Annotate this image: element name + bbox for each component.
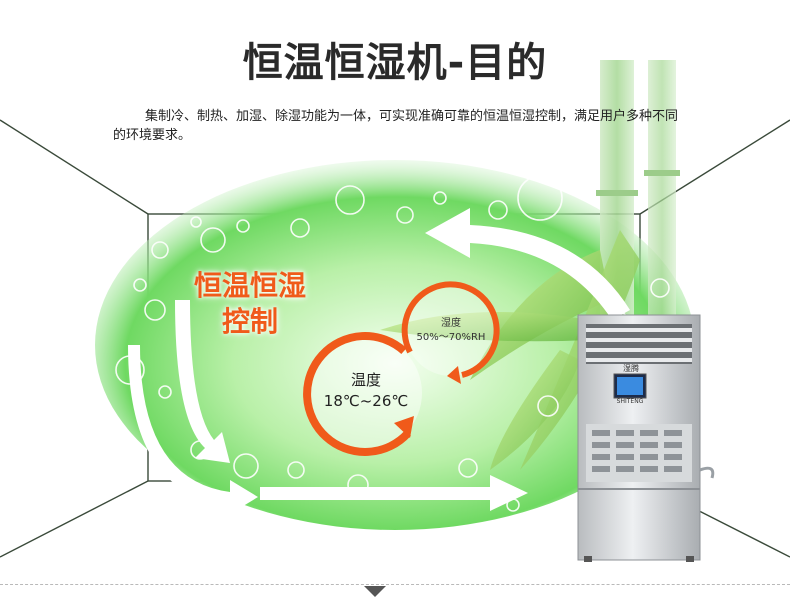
page-title: 恒温恒湿机-目的 xyxy=(242,40,548,86)
temperature-circle xyxy=(303,332,422,456)
feature-label: 恒温恒湿 控制 xyxy=(180,268,320,340)
airflow-arrows xyxy=(128,208,630,514)
chevron-down-icon[interactable] xyxy=(364,586,386,597)
bottom-divider xyxy=(0,584,790,585)
page-description: 集制冷、制热、加湿、除湿功能为一体，可实现准确可靠的恒温恒湿控制，满足用户多种不… xyxy=(113,109,679,143)
humidity-label: 湿度 50%～70%RH xyxy=(396,317,506,345)
dehumidifier-device xyxy=(577,314,715,562)
device-brand: 湿腾 xyxy=(606,365,656,373)
device-brand-cn: 湿腾 xyxy=(623,364,639,373)
feature-line-1: 恒温恒湿 xyxy=(193,269,306,302)
temperature-title: 温度 xyxy=(350,371,381,389)
feature-line-2: 控制 xyxy=(221,305,278,338)
temperature-label: 温度 18℃~26℃ xyxy=(306,370,426,412)
device-brand-en: SHITENG xyxy=(616,398,644,405)
humidity-range: 50%～70%RH xyxy=(416,332,486,343)
humidity-title: 湿度 xyxy=(441,318,461,329)
temperature-range: 18℃~26℃ xyxy=(323,392,409,410)
humidity-circle xyxy=(401,281,500,384)
